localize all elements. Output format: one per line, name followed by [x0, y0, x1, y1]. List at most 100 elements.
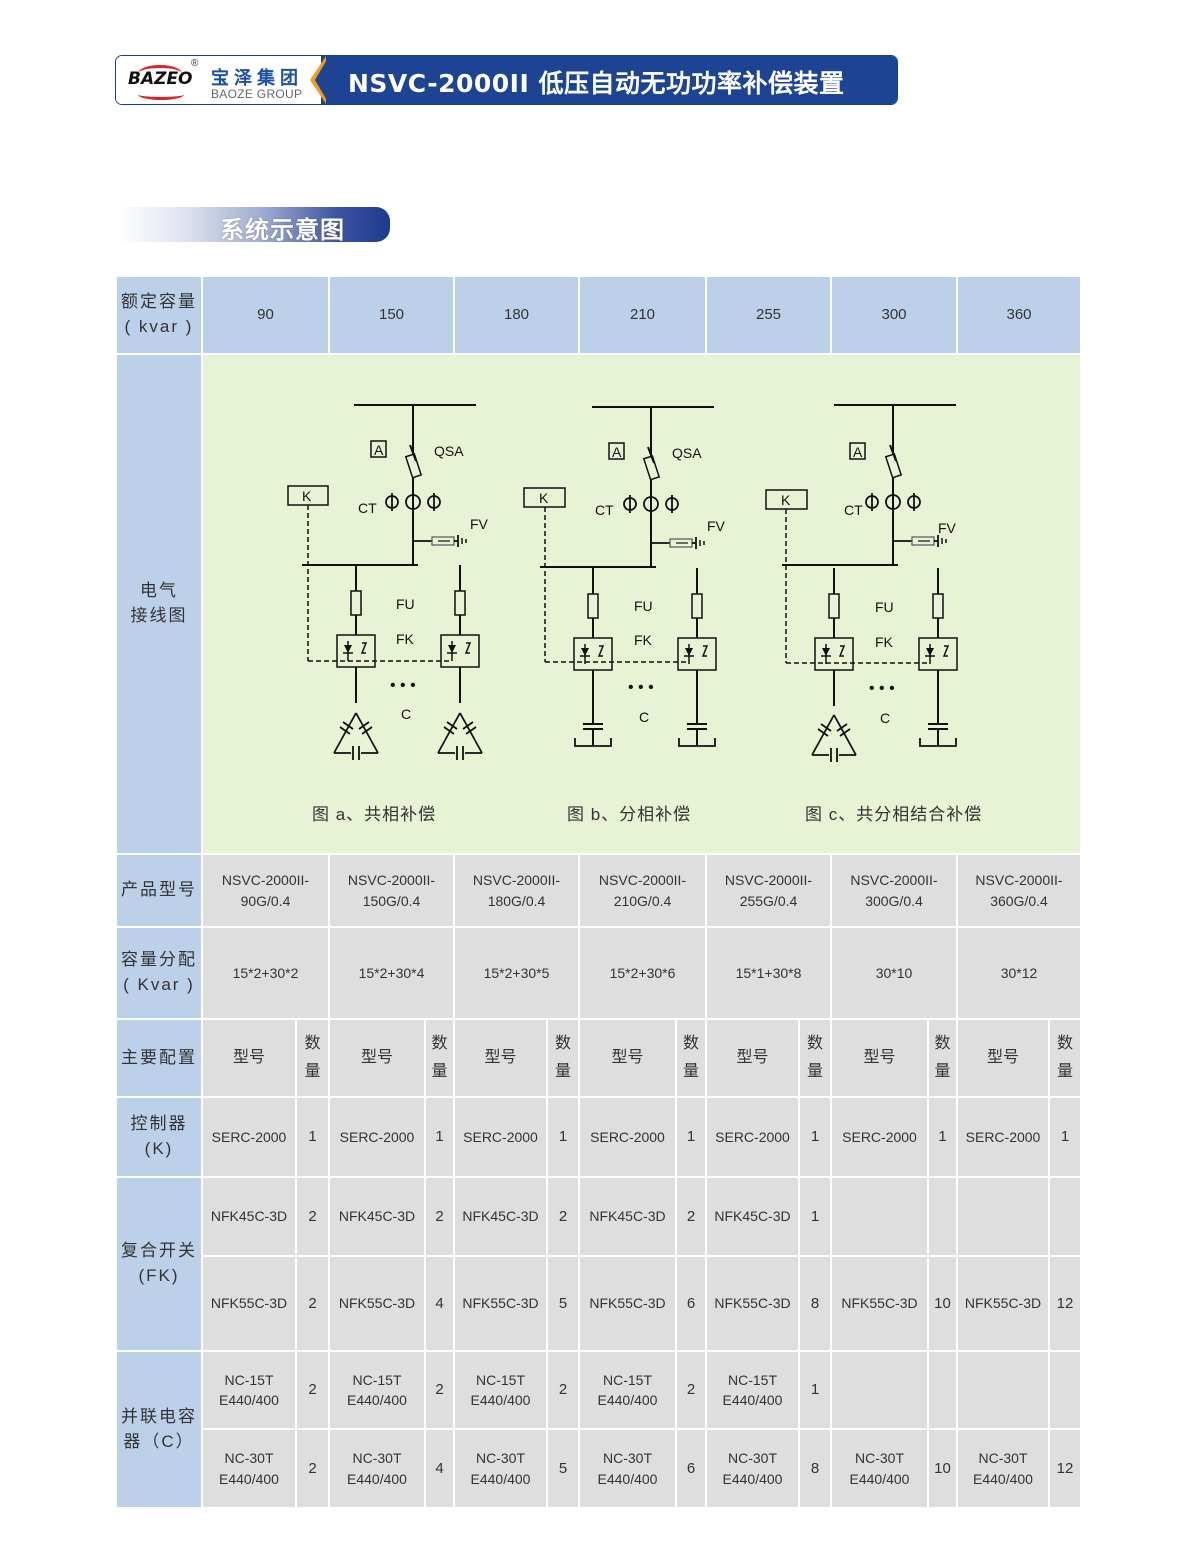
wiring-diagrams-svg: A QSA CT FV FU FK C K • • • A QSA CT FV … — [287, 404, 958, 763]
ct-label: CT — [595, 502, 614, 518]
component-qty-cell: 2 — [297, 1352, 328, 1428]
model-line: E440/400 — [597, 1392, 658, 1408]
model-line: NC-30T — [978, 1450, 1028, 1467]
component-model-cell: NFK55C-3D — [832, 1257, 927, 1350]
component-qty-cell: 10 — [929, 1257, 956, 1350]
model-line: NSVC-2000II- — [975, 872, 1063, 889]
model-column-header: 型号 — [832, 1020, 927, 1096]
model-line: E440/400 — [849, 1470, 910, 1487]
capacity-cell: 210 — [580, 277, 705, 353]
model-cell: NSVC-2000II-150G/0.4 — [330, 855, 453, 926]
ct-label: CT — [358, 500, 377, 516]
model-line: E440/400 — [347, 1392, 407, 1408]
component-model-cell: NFK55C-3D — [455, 1257, 546, 1350]
qty-header-char: 数 — [682, 1035, 699, 1052]
component-model-cell: NFK45C-3D — [580, 1178, 675, 1255]
component-qty-cell: 10 — [929, 1430, 956, 1507]
chevron-inner-icon — [315, 56, 329, 104]
ammeter-label: A — [853, 444, 863, 460]
section-header: 系统示意图 — [117, 207, 390, 244]
model-line: NC-30T — [854, 1450, 904, 1467]
component-qty-cell: 12 — [1050, 1257, 1080, 1350]
diagram-c — [765, 404, 958, 763]
allocation-cell: 15*2+30*6 — [580, 928, 705, 1018]
qty-header-char: 数 — [431, 1035, 448, 1052]
allocation-cell: 30*12 — [958, 928, 1080, 1018]
fk-label: FK — [875, 634, 894, 650]
fk-label: FK — [634, 632, 653, 648]
component-qty-cell: 1 — [800, 1178, 830, 1255]
component-qty-cell: 2 — [297, 1257, 328, 1350]
ammeter-label: A — [612, 444, 622, 460]
component-model-cell: SERC-2000 — [707, 1098, 798, 1176]
switch-label: QSA — [434, 443, 464, 459]
row-header-unit: ( kvar ) — [124, 317, 194, 336]
model-line: E440/400 — [470, 1392, 531, 1408]
allocation-cell: 15*1+30*8 — [707, 928, 830, 1018]
component-model-cell: NFK55C-3D — [330, 1257, 424, 1350]
model-line: 300G/0.4 — [865, 892, 923, 909]
component-qty-cell: 1 — [800, 1352, 830, 1428]
component-qty-cell — [929, 1352, 956, 1428]
qty-column-header: 数量 — [426, 1020, 453, 1096]
component-qty-cell: 1 — [800, 1098, 830, 1176]
qty-column-header: 数量 — [297, 1020, 328, 1096]
component-model-cell: SERC-2000 — [958, 1098, 1048, 1176]
allocation-cell: 30*10 — [832, 928, 956, 1018]
component-model-cell: SERC-2000 — [832, 1098, 927, 1176]
row-header-label: 主要配置 — [121, 1047, 197, 1067]
row-header-label: 额定容量 — [121, 292, 197, 312]
component-qty-cell: 1 — [677, 1098, 705, 1176]
component-model-cell — [958, 1178, 1048, 1255]
component-model-cell: SERC-2000 — [203, 1098, 295, 1176]
fk-label: FK — [396, 631, 415, 647]
model-line: 255G/0.4 — [739, 892, 798, 909]
arrester-label: FV — [470, 516, 489, 532]
component-qty-cell: 2 — [548, 1352, 578, 1428]
row-header-label: 产品型号 — [121, 880, 197, 900]
component-qty-cell: 8 — [800, 1430, 830, 1507]
fuse-label: FU — [634, 598, 653, 614]
component-qty-cell: 4 — [426, 1257, 453, 1350]
component-qty-cell: 5 — [548, 1257, 578, 1350]
model-line: 210G/0.4 — [613, 892, 672, 909]
switch-label: QSA — [672, 445, 702, 461]
row-header-label: 复合开关 — [121, 1241, 197, 1261]
allocation-cell: 15*2+30*2 — [203, 928, 328, 1018]
qty-column-header: 数量 — [677, 1020, 705, 1096]
capacity-cell: 150 — [330, 277, 453, 353]
component-qty-cell: 1 — [426, 1098, 453, 1176]
qty-header-char: 量 — [934, 1063, 951, 1080]
component-qty-cell — [1050, 1352, 1080, 1428]
row-header-main-config: 主要配置 — [117, 1020, 201, 1096]
row-header-label: 控制器 — [130, 1114, 188, 1134]
component-qty-cell: 6 — [677, 1430, 705, 1507]
component-model-cell: NFK45C-3D — [455, 1178, 546, 1255]
section-title: 系统示意图 — [220, 216, 345, 244]
component-qty-cell: 5 — [548, 1430, 578, 1507]
model-line: E440/400 — [973, 1470, 1033, 1487]
component-qty-cell: 2 — [426, 1352, 453, 1428]
row-header-code: 器（C） — [123, 1431, 195, 1451]
model-cell: NSVC-2000II-360G/0.4 — [958, 855, 1080, 926]
component-qty-cell: 8 — [800, 1257, 830, 1350]
model-cell: NSVC-2000II-90G/0.4 — [203, 855, 328, 926]
model-line: E440/400 — [347, 1470, 407, 1487]
model-line: NC-15T — [475, 1371, 525, 1388]
component-qty-cell: 6 — [677, 1257, 705, 1350]
component-model-cell — [832, 1352, 927, 1428]
qty-column-header: 数量 — [800, 1020, 830, 1096]
model-line: NC-15T — [352, 1371, 402, 1388]
capacity-cell: 90 — [203, 277, 328, 353]
component-model-cell: NC-15T E440/400 — [330, 1352, 424, 1428]
qty-header-char: 量 — [431, 1063, 448, 1080]
qty-header-char: 量 — [554, 1063, 571, 1080]
component-model-cell — [958, 1352, 1048, 1428]
model-column-header: 型号 — [203, 1020, 295, 1096]
row-header-shunt-capacitor: 并联电容 器（C） — [117, 1352, 201, 1507]
row-header-label: 容量分配 — [121, 950, 197, 970]
ellipsis-label: • • • — [628, 679, 654, 696]
